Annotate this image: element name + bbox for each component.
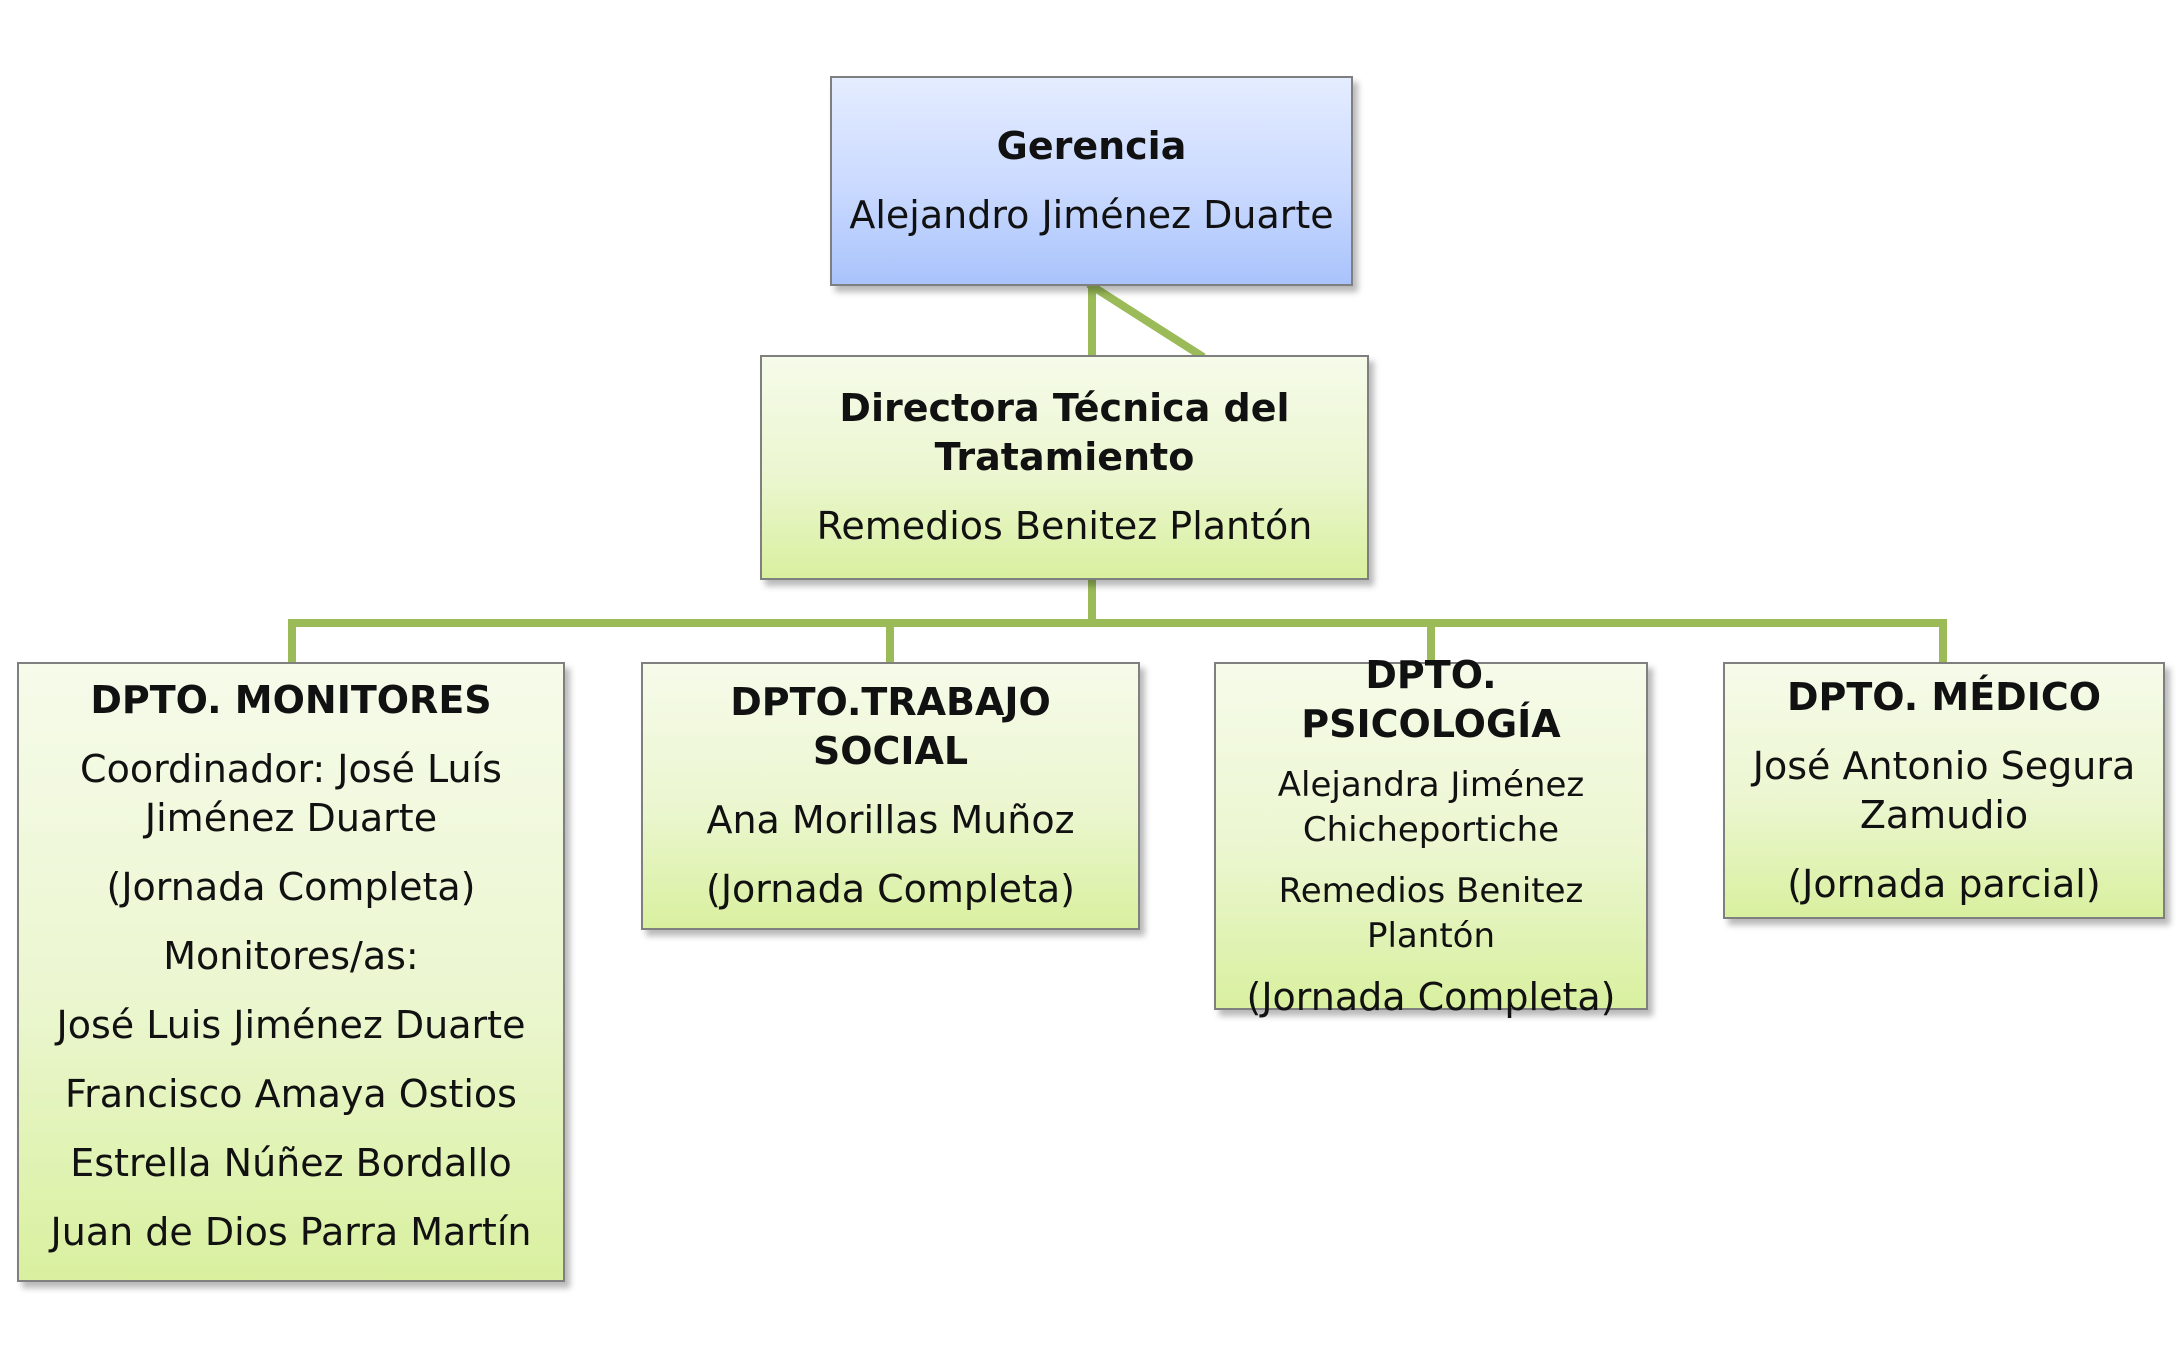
- directora-box: Directora Técnica del Tratamiento Remedi…: [760, 355, 1369, 580]
- psicologia-person2-line1: Remedios Benitez: [1278, 870, 1584, 911]
- psicologia-jornada: (Jornada Completa): [1246, 974, 1616, 1019]
- monitores-member: Estrella Núñez Bordallo: [70, 1141, 512, 1185]
- trabajo-social-box: DPTO.TRABAJO SOCIAL Ana Morillas Muñoz (…: [641, 662, 1140, 930]
- medico-name-line1: José Antonio Segura: [1752, 743, 2136, 788]
- medico-jornada: (Jornada parcial): [1787, 861, 2101, 906]
- gerencia-box: Gerencia Alejandro Jiménez Duarte: [830, 76, 1353, 286]
- monitores-member: Juan de Dios Parra Martín: [50, 1210, 532, 1254]
- monitores-box: DPTO. MONITORES Coordinador: José Luís J…: [17, 662, 565, 1282]
- monitores-member: Francisco Amaya Ostios: [65, 1072, 517, 1116]
- medico-name-line2: Zamudio: [1859, 792, 2029, 837]
- monitores-member: José Luis Jiménez Duarte: [56, 1003, 526, 1047]
- medico-box: DPTO. MÉDICO José Antonio Segura Zamudio…: [1723, 662, 2165, 919]
- trabajo-social-jornada: (Jornada Completa): [706, 867, 1075, 911]
- psicologia-person1-line2: Chicheportiche: [1302, 809, 1560, 850]
- monitores-coord-line2: Jiménez Duarte: [144, 796, 438, 840]
- directora-title-line1: Directora Técnica del: [839, 386, 1290, 430]
- connector-gerencia-diagonal: [1086, 280, 1206, 361]
- monitores-coord-line1: Coordinador: José Luís: [80, 747, 502, 791]
- trabajo-social-title: DPTO.TRABAJO SOCIAL: [730, 680, 1051, 773]
- monitores-title: DPTO. MONITORES: [90, 678, 492, 722]
- directora-title-line2: Tratamiento: [934, 435, 1195, 479]
- monitores-label: Monitores/as:: [163, 934, 419, 978]
- psicologia-person1-line1: Alejandra Jiménez: [1277, 764, 1585, 805]
- psicologia-title: DPTO. PSICOLOGÍA: [1301, 652, 1561, 746]
- psicologia-box: DPTO. PSICOLOGÍA Alejandra Jiménez Chich…: [1214, 653, 1648, 1019]
- psicologia-person2-line2: Plantón: [1366, 915, 1495, 956]
- monitores-jornada: (Jornada Completa): [106, 865, 476, 909]
- directora-name: Remedios Benitez Plantón: [816, 504, 1313, 548]
- gerencia-name: Alejandro Jiménez Duarte: [849, 193, 1334, 237]
- medico-title: DPTO. MÉDICO: [1786, 674, 2102, 719]
- gerencia-title: Gerencia: [996, 124, 1187, 168]
- trabajo-social-name: Ana Morillas Muñoz: [706, 798, 1075, 842]
